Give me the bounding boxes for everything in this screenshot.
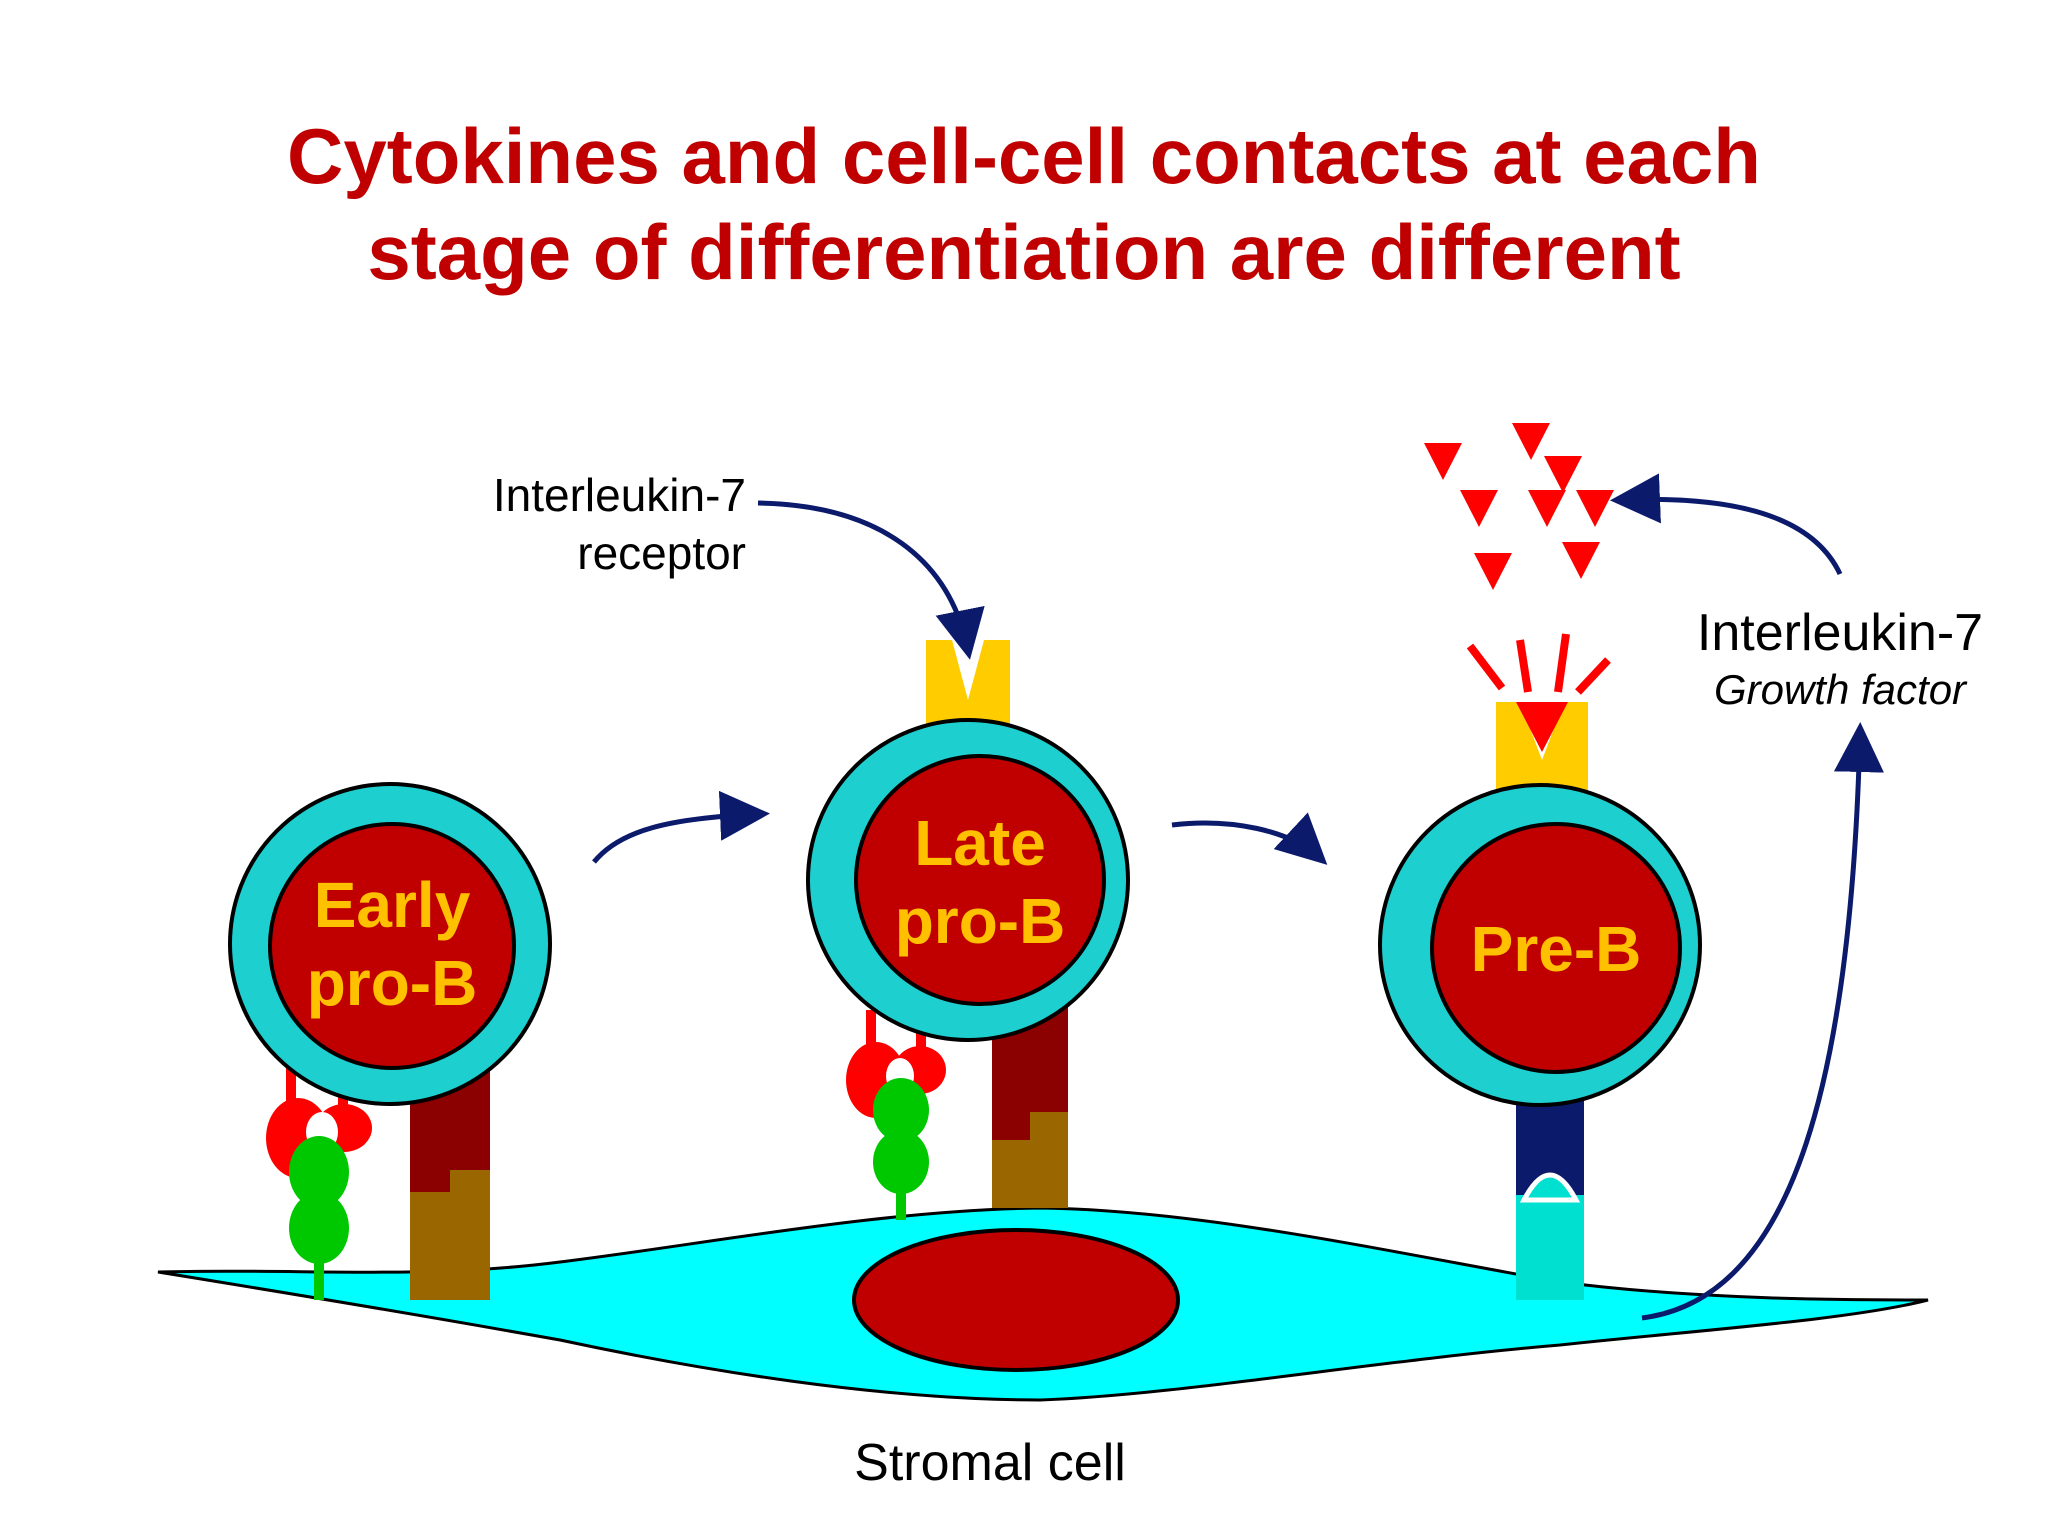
signal-rays (1466, 633, 1611, 695)
il7-receptor-late (926, 640, 1010, 745)
late-pro-b-cell (806, 718, 1130, 1042)
pre-b-label-line-1: Pre-B (1470, 913, 1642, 985)
stromal-nucleus (852, 1228, 1180, 1372)
il7-growth-factor-label-line-2: Growth factor (1713, 666, 1967, 713)
late-pro-b-label-line-2: pro-B (894, 885, 1066, 957)
early-pro-b-cell (228, 782, 552, 1106)
pre-b-cell (1378, 783, 1702, 1107)
title-line-1: Cytokines and cell-cell contacts at each (287, 112, 1761, 200)
late-pro-b-label-line-1: Late (914, 807, 1046, 879)
early-contacts (266, 1062, 490, 1300)
slide-title: Cytokines and cell-cell contacts at each… (0, 108, 2048, 300)
il7-to-cytokines-arrow (1610, 473, 1843, 576)
progression-arrow-2 (1171, 812, 1328, 865)
il7-receptor-label-line-2: receptor (577, 527, 746, 579)
stromal-to-il7-arrow (1641, 722, 1884, 1321)
receptor-pointer-arrow (757, 500, 985, 660)
title-line-2: stage of differentiation are different (367, 208, 1681, 296)
early-pro-b-label: Early pro-B (272, 866, 512, 1022)
early-pro-b-label-line-1: Early (313, 869, 471, 941)
il7-cytokines (1424, 423, 1614, 590)
il7-growth-factor-label: Interleukin-7 Growth factor (1660, 602, 2020, 716)
late-pro-b-label: Late pro-B (860, 804, 1100, 960)
il7-growth-factor-label-line-1: Interleukin-7 (1696, 604, 1984, 662)
il7-bound (1516, 702, 1568, 752)
progression-arrow-1 (592, 790, 770, 864)
pre-b-label: Pre-B (1436, 910, 1676, 988)
il7-receptor-preb (1496, 702, 1588, 795)
early-pro-b-label-line-2: pro-B (306, 947, 478, 1019)
preb-contact (1516, 1095, 1584, 1300)
il7-receptor-label-line-1: Interleukin-7 (492, 469, 746, 521)
stromal-cell-label: Stromal cell (854, 1434, 1126, 1492)
il7-receptor-label: Interleukin-7 receptor (400, 466, 746, 582)
